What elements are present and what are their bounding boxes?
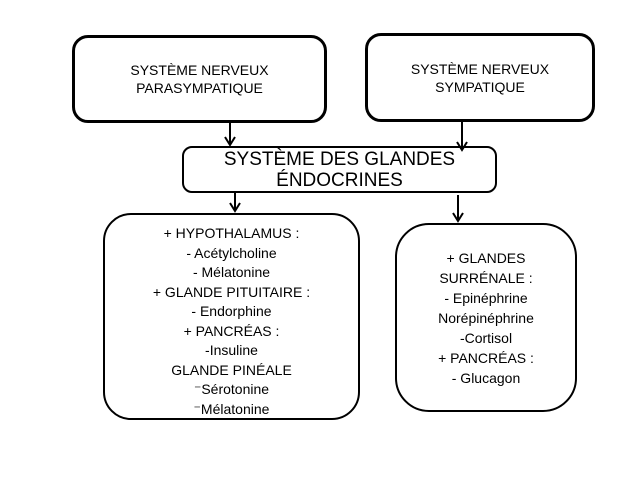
- arrow-parasympathetic-to-endocrine: [224, 123, 236, 147]
- node-text-line: - Mélatonine: [192, 264, 271, 280]
- arrow-endocrine-to-right-glands: [452, 195, 464, 223]
- node-text-line: SYMPATIQUE: [435, 78, 525, 95]
- node-text-line: + HYPOTHALAMUS :: [163, 225, 300, 241]
- node-text-line: - Acétylcholine: [186, 244, 277, 261]
- node-text-line: - Epinéphrine: [444, 289, 528, 306]
- node-text-line: + PANCRÉAS :: [183, 322, 280, 339]
- node-text-line: -Cortisol: [459, 329, 513, 346]
- node-text-line: + GLANDES: [446, 249, 526, 266]
- arrow-endocrine-to-left-glands: [229, 193, 241, 213]
- node-text-line: -Insuline: [205, 342, 258, 358]
- node-text-line: ⁻Mélatonine: [193, 400, 270, 417]
- node-glandes-surrenale-pancreas: + GLANDES SURRÉNALE : - Epinéphrine Noré…: [395, 223, 577, 412]
- node-text-line: - Endorphine: [191, 303, 272, 319]
- node-text-line: PARASYMPATIQUE: [136, 80, 263, 96]
- node-text-line: SYSTÈME DES GLANDES: [223, 148, 456, 170]
- node-systeme-glandes-endocrines: SYSTÈME DES GLANDES ÉNDOCRINES: [182, 146, 497, 193]
- node-text-line: Norépinéphrine: [438, 309, 534, 326]
- node-text-line: SYSTÈME NERVEUX: [410, 60, 550, 77]
- node-text-line: ÉNDOCRINES: [276, 169, 403, 191]
- node-text-line: - Glucagon: [451, 369, 521, 386]
- node-text-line: + PANCRÉAS :: [438, 349, 534, 366]
- node-systeme-nerveux-parasympatique: SYSTÈME NERVEUX PARASYMPATIQUE: [72, 35, 327, 123]
- node-hypothalamus-pituitaire-pancreas-pineale: + HYPOTHALAMUS : - Acétylcholine - Mélat…: [103, 213, 360, 420]
- node-text-line: SYSTÈME NERVEUX: [130, 62, 269, 78]
- node-text-line: ⁻Sérotonine: [193, 381, 270, 397]
- node-systeme-nerveux-sympatique: SYSTÈME NERVEUX SYMPATIQUE: [365, 33, 595, 122]
- node-text-line: SURRÉNALE :: [439, 269, 533, 286]
- node-text-line: + GLANDE PITUITAIRE :: [152, 283, 311, 300]
- node-text-line: GLANDE PINÉALE: [171, 361, 292, 378]
